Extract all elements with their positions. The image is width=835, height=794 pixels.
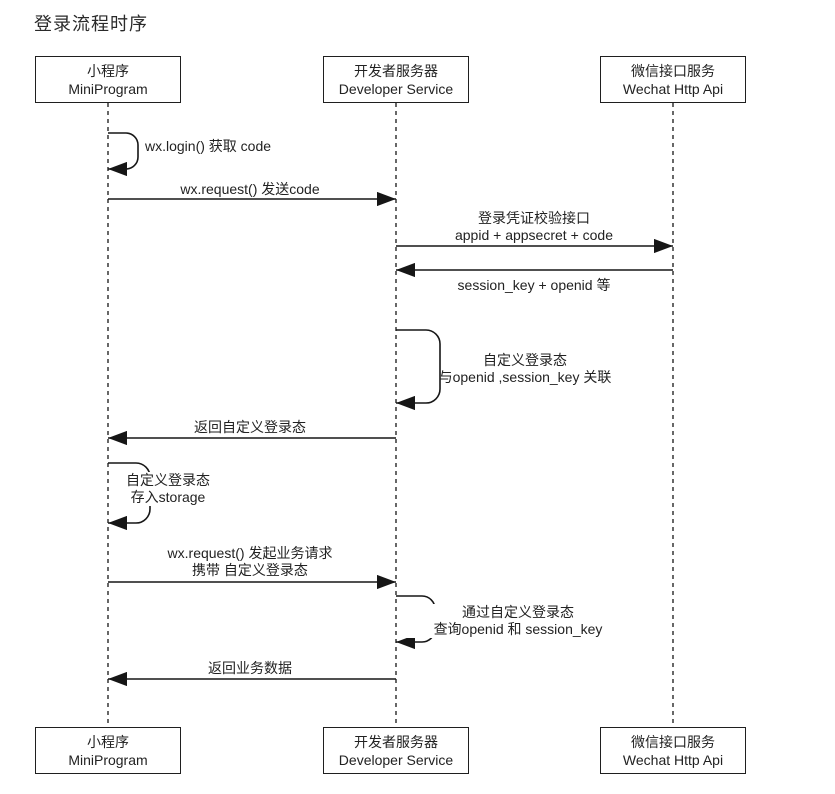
actor-name-en: Wechat Http Api [622,80,724,97]
diagram-title: 登录流程时序 [34,14,148,34]
actor-name-cn: 开发者服务器 [354,733,438,750]
label-business-request: wx.request() 发起业务请求 携带 自定义登录态 [100,545,400,579]
self-loop-wx-login [108,132,139,177]
label-query-openid: 通过自定义登录态 查询openid 和 session_key [398,604,638,638]
label-return-business-data: 返回业务数据 [100,660,400,677]
label-line: 存入storage [130,489,206,505]
label-custom-login-state: 自定义登录态 与openid ,session_key 关联 [395,352,655,386]
label-line: wx.request() 发送code [180,181,320,197]
actor-box-developer-service-top: 开发者服务器 Developer Service [323,56,469,103]
actor-name-en: MiniProgram [68,80,148,97]
label-line: 自定义登录态 [126,472,210,488]
actor-name-en: MiniProgram [68,751,148,768]
label-line: wx.login() 获取 code [145,138,272,154]
actor-name-cn: 小程序 [87,62,129,79]
actor-name-cn: 微信接口服务 [631,62,715,79]
actor-name-en: Developer Service [338,80,454,97]
label-store-storage: 自定义登录态 存入storage [112,472,224,506]
label-credential-check: 登录凭证校验接口 appid + appsecret + code [404,210,664,244]
actor-box-developer-service-bottom: 开发者服务器 Developer Service [323,727,469,774]
label-line: 登录凭证校验接口 [478,210,590,226]
label-return-login-state: 返回自定义登录态 [100,419,400,436]
label-line: 返回自定义登录态 [194,419,306,435]
label-line: 通过自定义登录态 [462,604,574,620]
label-line: 携带 自定义登录态 [192,562,308,578]
label-line: session_key + openid 等 [457,277,611,293]
label-line: wx.request() 发起业务请求 [167,545,333,561]
label-send-code: wx.request() 发送code [100,181,400,198]
actor-name-cn: 小程序 [87,733,129,750]
actor-name-en: Developer Service [338,751,454,768]
actor-name-cn: 开发者服务器 [354,62,438,79]
actor-name-en: Wechat Http Api [622,751,724,768]
actor-name-cn: 微信接口服务 [631,733,715,750]
label-line: 自定义登录态 [483,352,567,368]
actor-box-wechat-api-top: 微信接口服务 Wechat Http Api [600,56,746,103]
label-wx-login: wx.login() 获取 code [145,138,271,155]
label-session-return: session_key + openid 等 [404,277,664,294]
actor-box-miniprogram-bottom: 小程序 MiniProgram [35,727,181,774]
label-line: appid + appsecret + code [454,227,613,243]
label-line: 查询openid 和 session_key [433,621,603,637]
actor-box-wechat-api-bottom: 微信接口服务 Wechat Http Api [600,727,746,774]
label-line: 返回业务数据 [208,660,292,676]
self-loop-custom-login-state [396,329,441,411]
label-line: 与openid ,session_key 关联 [438,369,612,385]
actor-box-miniprogram-top: 小程序 MiniProgram [35,56,181,103]
